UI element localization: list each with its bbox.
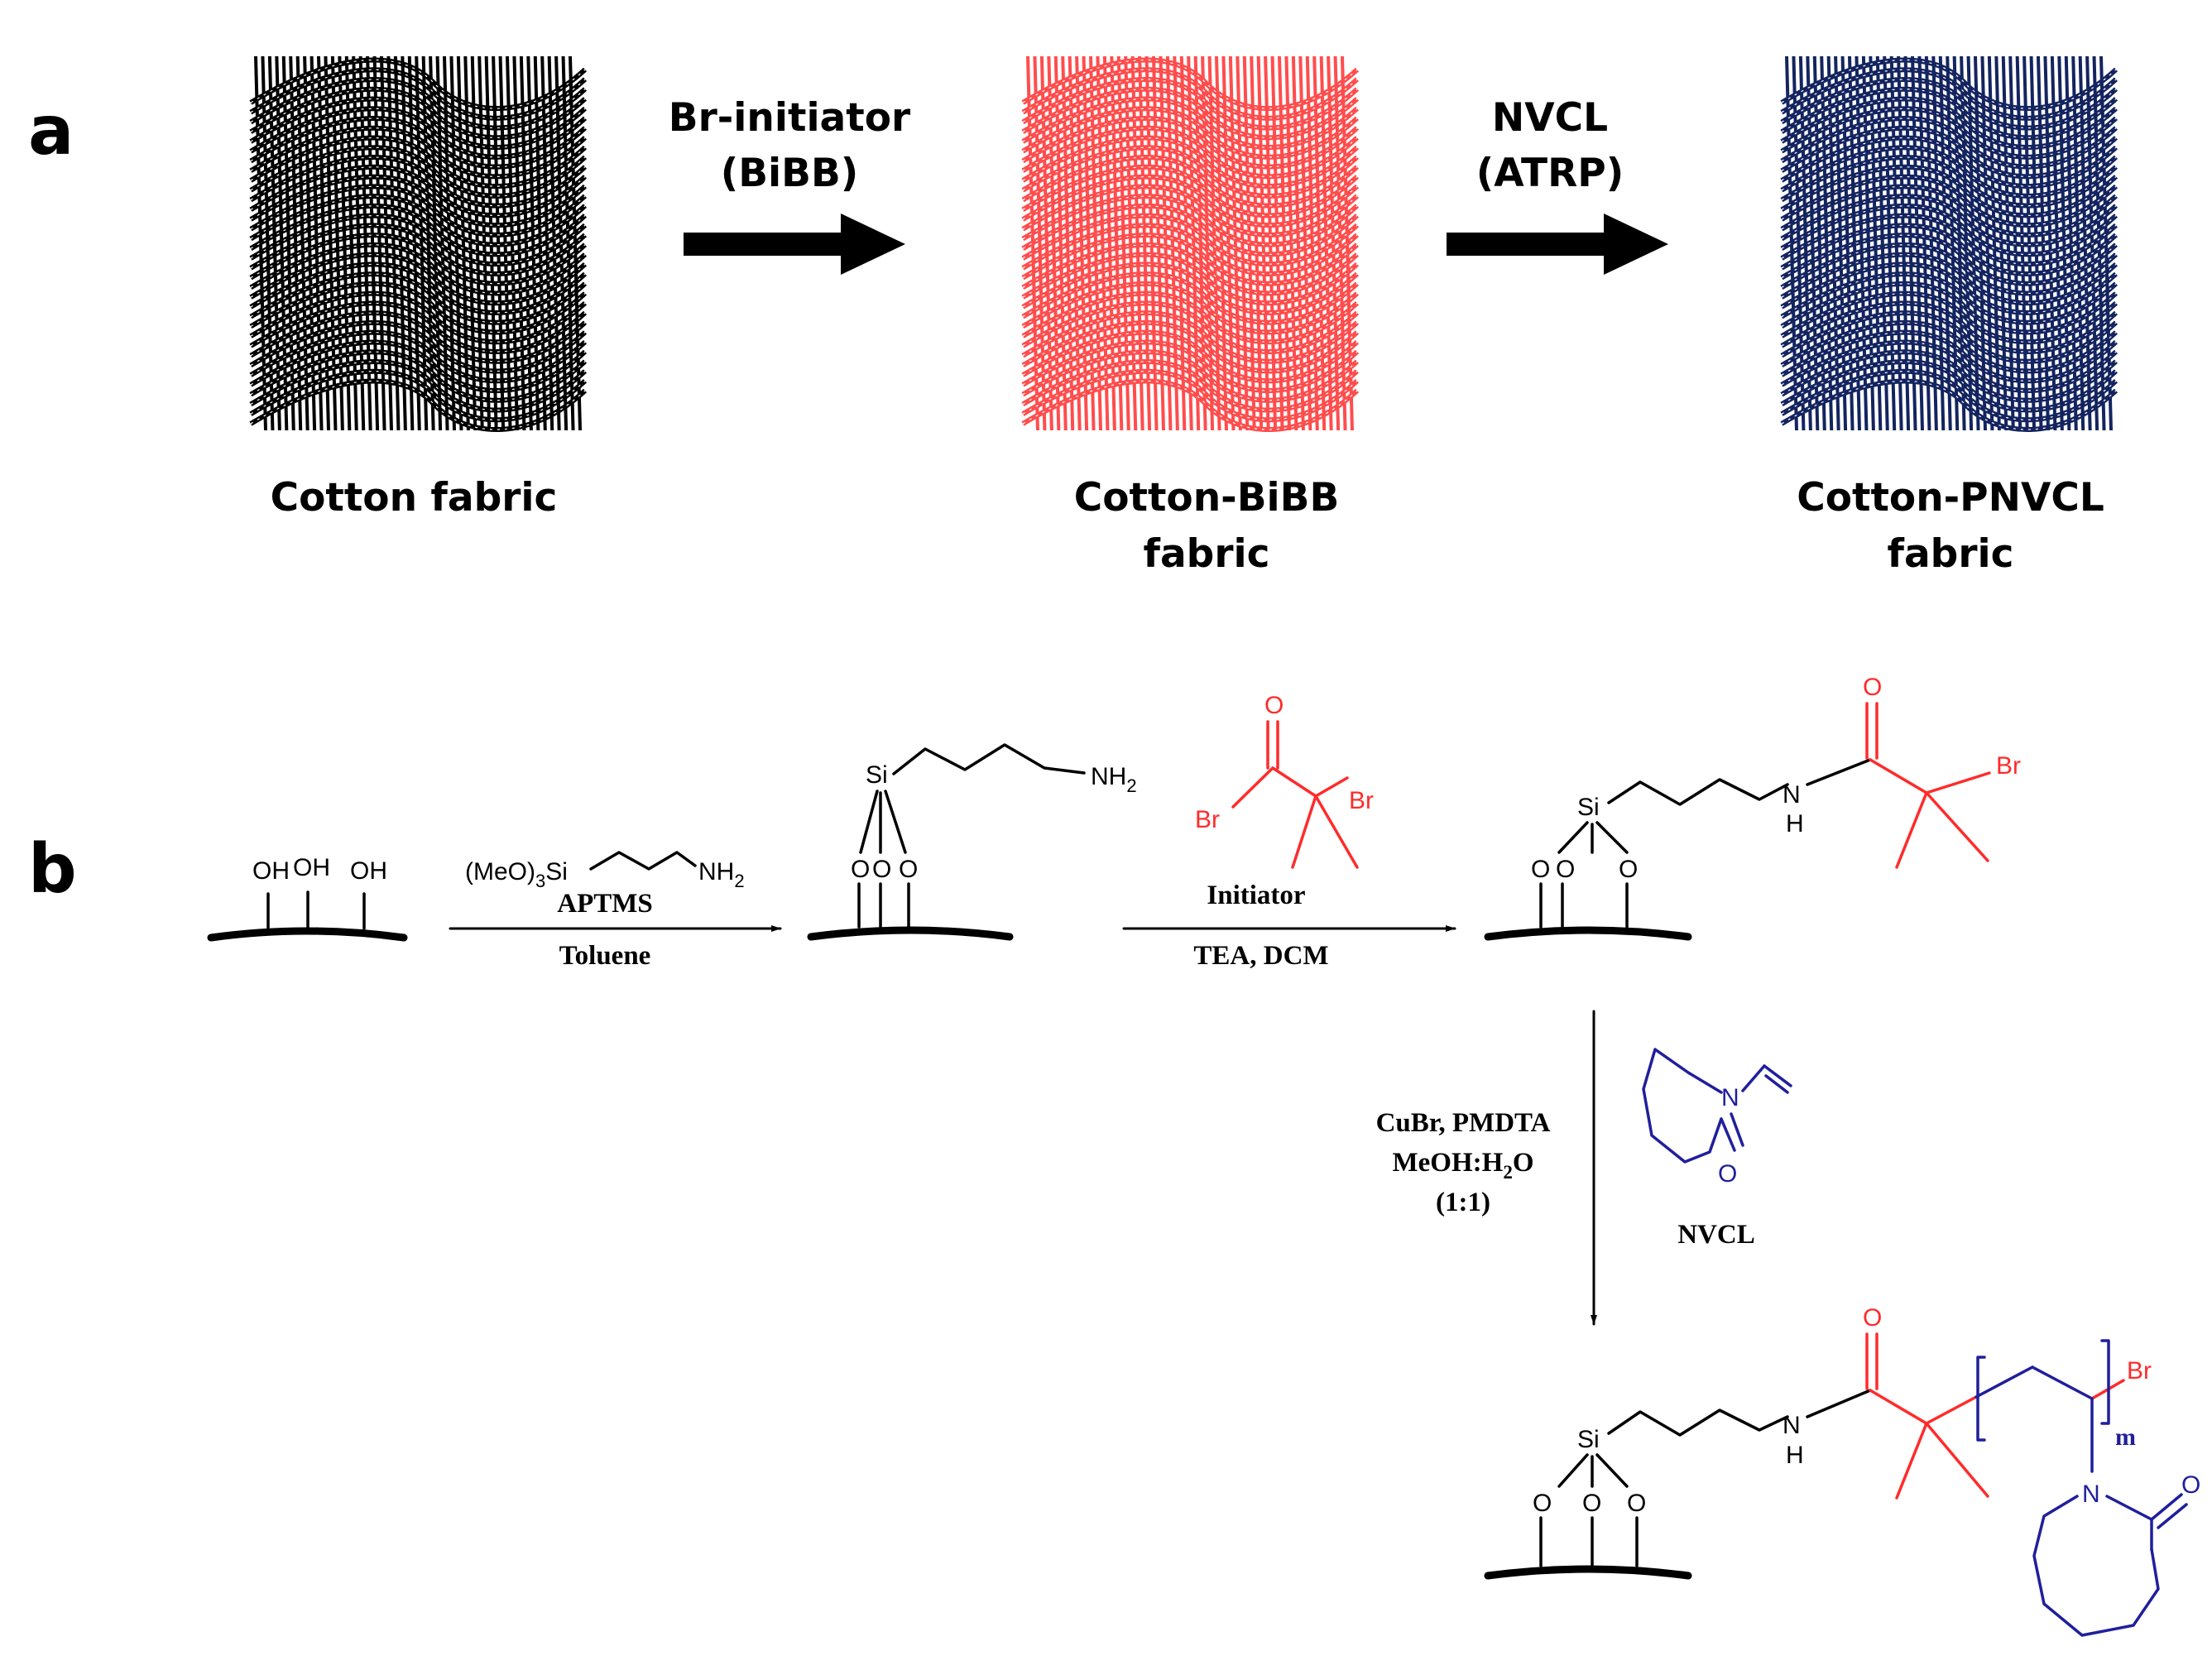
step3-solvent: MeOH:H (1393, 1148, 1504, 1178)
step2-conditions: TEA, DCM (1193, 941, 1328, 971)
svg-text:O: O (1582, 1490, 1601, 1517)
bibb-initiator-structure: O Br Br (1195, 692, 1374, 869)
svg-text:Si: Si (1577, 1426, 1600, 1453)
cotton-surface-hydroxyl: OH OH OH (207, 854, 408, 942)
svg-text:O: O (2181, 1471, 2200, 1499)
nvcl-monomer-structure: N O (1642, 1048, 1792, 1188)
fabric-label-cotton: Cotton fabric (271, 475, 558, 521)
svg-text:O: O (1718, 1160, 1737, 1188)
fabric-label-cotton-bibb-line2: fabric (1144, 531, 1270, 577)
initiator-grafted-surface: Si O O O N H O Br (1484, 674, 2021, 941)
fabric-label-cotton-pnvcl: Cotton-PNVCL (1797, 475, 2104, 521)
svg-text:Br: Br (1996, 752, 2021, 780)
hydroxyl-3: OH (350, 857, 387, 885)
hydroxyl-1: OH (252, 857, 290, 885)
svg-text:N: N (1783, 1412, 1801, 1439)
step-2-monomer-label: NVCL (1492, 95, 1608, 141)
svg-text:Br: Br (2127, 1357, 2152, 1385)
svg-text:H: H (1786, 1442, 1804, 1469)
svg-text:O: O (872, 856, 891, 883)
hydroxyl-2: OH (293, 854, 330, 881)
svg-text:O: O (1627, 1490, 1646, 1517)
svg-text:Si: Si (866, 761, 888, 789)
cotton-bibb-fabric-swatch (1021, 55, 1360, 432)
svg-text:O: O (1533, 1490, 1552, 1517)
svg-text:(MeO)3Si: (MeO)3Si (465, 858, 568, 891)
svg-text:N: N (1721, 1084, 1739, 1111)
panel-a-label: a (28, 92, 74, 170)
svg-text:O: O (899, 856, 918, 883)
svg-text:N: N (2082, 1481, 2100, 1508)
step1-solvent: Toluene (559, 941, 651, 971)
step2-initiator-label: Initiator (1207, 881, 1305, 910)
svg-text:H: H (1786, 810, 1804, 838)
svg-text:Br: Br (1349, 787, 1374, 814)
svg-text:NH2: NH2 (1091, 763, 1137, 796)
svg-text:Si: Si (1577, 794, 1600, 821)
step1-reagent: APTMS (557, 889, 653, 919)
cotton-pnvcl-fabric-swatch (1780, 55, 2118, 432)
aminosilane-surface: Si O O O NH2 (807, 743, 1137, 941)
step-arrow-2 (1447, 214, 1668, 275)
svg-text:MeOH:H2O: MeOH:H2O (1393, 1148, 1534, 1183)
svg-text:O: O (1556, 856, 1575, 883)
step-1-reagent-label: Br-initiator (669, 95, 911, 141)
aptms-structure: (MeO)3Si NH2 (465, 851, 745, 891)
fabric-label-cotton-bibb: Cotton-BiBB (1074, 475, 1340, 521)
step-2-method-label: (ATRP) (1476, 151, 1624, 196)
panel-b-label: b (28, 830, 77, 909)
svg-text:O: O (1863, 1304, 1882, 1332)
pnvcl-grafted-product: Si O O O N H O m Br N O (1484, 1304, 2200, 1637)
svg-text:O: O (1619, 856, 1638, 883)
svg-text:Br: Br (1195, 806, 1220, 833)
step3-catalyst: CuBr, PMDTA (1376, 1108, 1551, 1138)
fabric-label-cotton-pnvcl-line2: fabric (1888, 531, 2014, 577)
svg-text:O: O (851, 856, 870, 883)
svg-text:NH2: NH2 (698, 858, 745, 891)
svg-text:m: m (2115, 1423, 2136, 1451)
svg-text:O: O (1264, 692, 1284, 719)
step-arrow-1 (684, 214, 905, 275)
cotton-fabric-swatch (249, 55, 588, 432)
svg-text:O: O (1531, 856, 1550, 883)
svg-text:O: O (1863, 674, 1882, 701)
nvcl-label: NVCL (1677, 1220, 1755, 1250)
step-1-reagent-abbrev: (BiBB) (721, 151, 859, 196)
svg-text:N: N (1783, 781, 1801, 809)
step3-ratio: (1:1) (1436, 1188, 1490, 1217)
